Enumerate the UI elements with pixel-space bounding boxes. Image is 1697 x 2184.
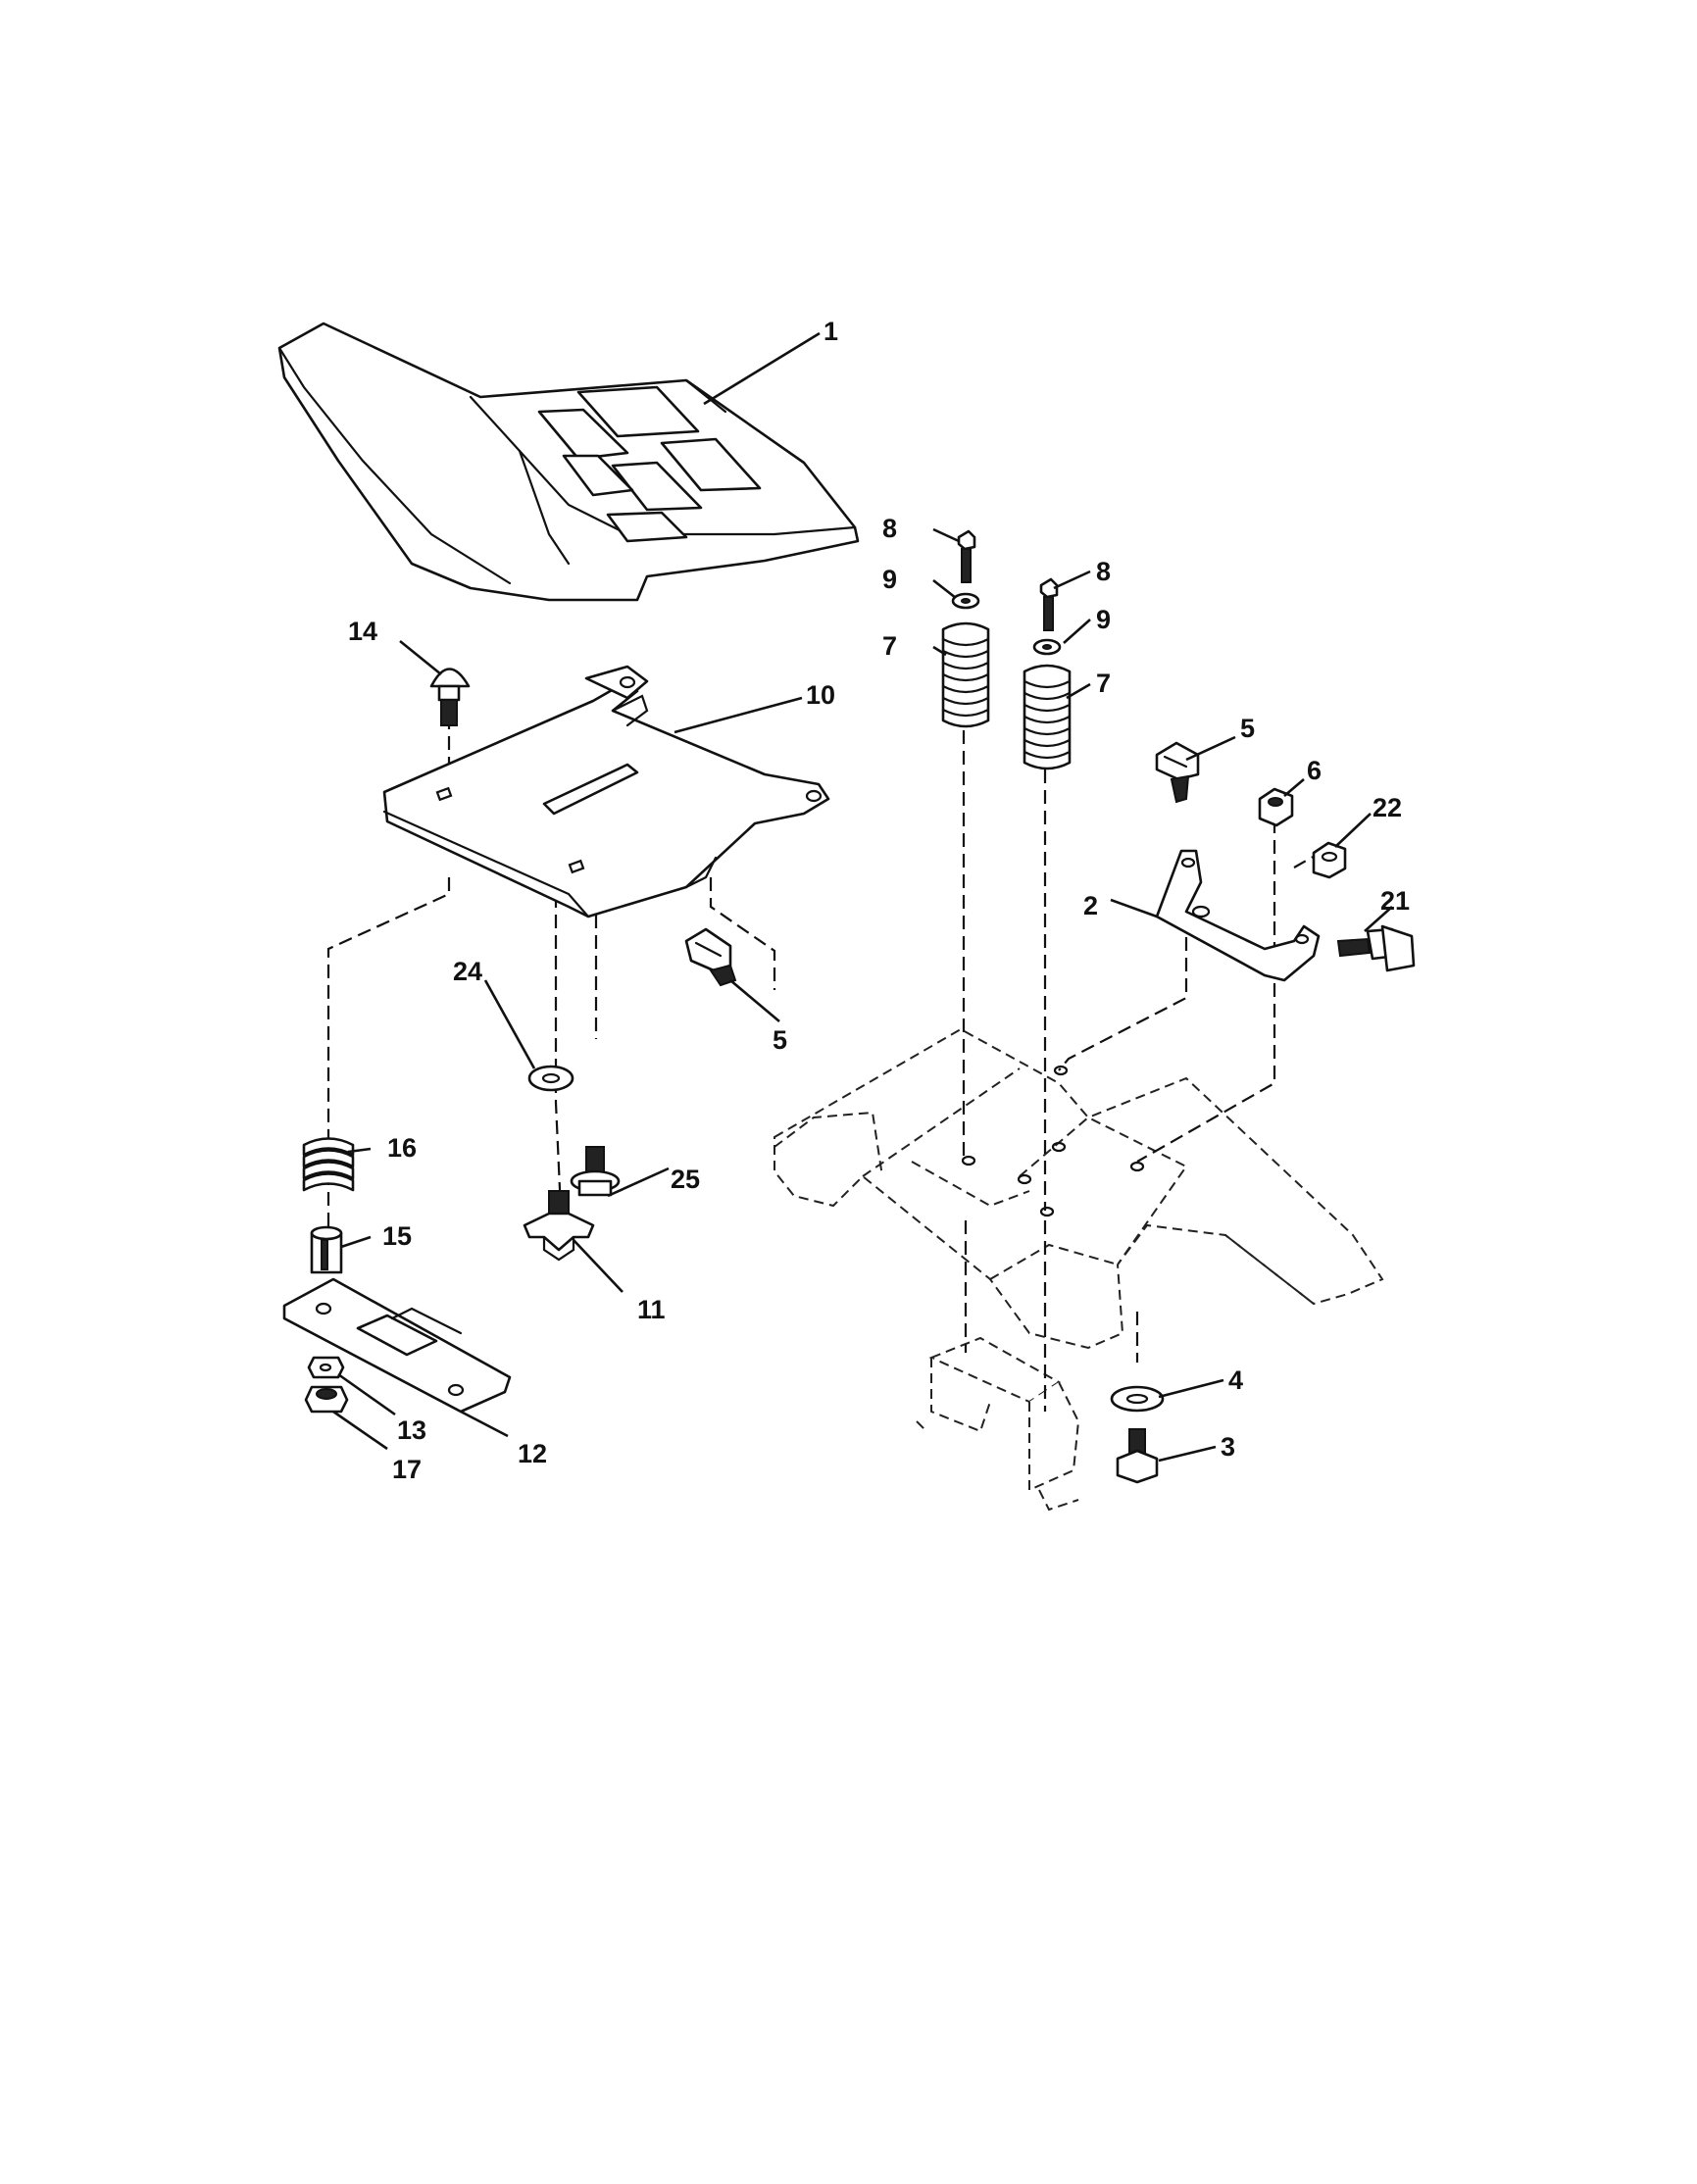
callout-7-right: 7 [1096,669,1111,698]
callout-9-left: 9 [882,565,897,594]
bolt-part-8-left [957,529,976,583]
callout-21: 21 [1380,886,1410,916]
spring-part-7-left [941,621,990,728]
callout-6: 6 [1307,756,1322,785]
callout-3: 3 [1221,1432,1235,1462]
callout-24: 24 [453,957,482,986]
seat-part-1 [277,322,860,602]
bushing-part-15 [310,1225,343,1274]
frame-holes [961,1065,1145,1217]
callout-16: 16 [387,1133,417,1163]
callout-13: 13 [397,1415,426,1445]
callout-5-upper: 5 [1240,714,1255,743]
spring-part-16 [302,1137,355,1192]
callout-8-left: 8 [882,514,897,543]
callout-25: 25 [671,1165,700,1194]
callout-4: 4 [1228,1365,1243,1395]
bracket-part-2 [1155,849,1321,982]
callout-22: 22 [1373,793,1402,822]
hex-bolt-part-3 [1116,1428,1159,1484]
slide-plate-part-12 [282,1277,512,1414]
shoulder-bolt-part-25 [570,1146,621,1197]
callout-1: 1 [824,317,838,346]
nut-part-13 [307,1356,345,1379]
leader-lines [332,331,1393,1463]
washer-part-9-right [1032,638,1062,656]
callout-12: 12 [518,1439,547,1468]
spring-part-7-right [1023,664,1072,770]
clip-part-5-upper [684,927,737,987]
carriage-bolt-part-14 [429,668,471,726]
callout-8-right: 8 [1096,557,1111,586]
seat-pan-part-10 [382,665,830,918]
washer-part-24 [527,1065,574,1092]
callout-7-left: 7 [882,631,897,661]
callout-5-lower: 5 [773,1025,787,1055]
washer-part-9-left [951,592,980,610]
tractor-frame-outline [774,1027,1384,1512]
callout-2: 2 [1083,891,1098,920]
washer-part-4 [1110,1385,1165,1413]
callout-15: 15 [382,1221,412,1251]
flange-nut-part-22 [1312,841,1347,879]
callout-14: 14 [348,617,377,646]
locknut-part-17 [304,1385,349,1414]
knob-part-11 [523,1190,595,1262]
callout-9-right: 9 [1096,605,1111,634]
clip-part-5-lower [1155,741,1200,804]
callout-labels: 1 2 3 4 5 5 6 7 7 8 8 9 9 10 11 12 13 14… [348,317,1410,1484]
hex-nut-part-6 [1258,787,1294,827]
bolt-part-8-right [1039,577,1059,631]
shoulder-bolt-part-21 [1336,924,1416,972]
callout-11: 11 [637,1295,666,1324]
callout-17: 17 [392,1455,422,1484]
callout-10: 10 [806,680,835,710]
